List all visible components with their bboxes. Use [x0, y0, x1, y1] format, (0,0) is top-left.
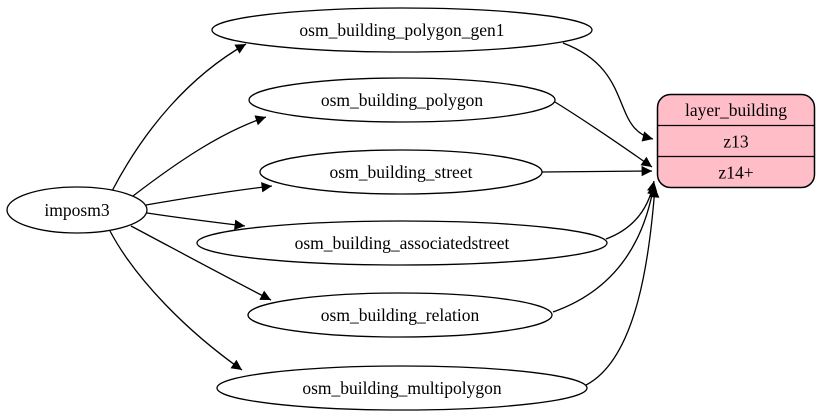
edge-associatedstreet-to-layer-z14: [605, 180, 658, 240]
street-ellipse: [259, 149, 543, 195]
edges-to-layer: [541, 42, 660, 386]
polygon-ellipse: [248, 77, 556, 123]
edge-imposm3-to-relation: [130, 225, 272, 301]
node-osm-building-multipolygon: osm_building_multipolygon: [216, 365, 588, 411]
edge-street-to-layer-z14: [541, 165, 653, 177]
associatedstreet-ellipse: [196, 220, 608, 266]
relation-ellipse: [247, 292, 553, 338]
node-osm-building-polygon-gen1: osm_building_polygon_gen1: [211, 7, 593, 53]
street-label: osm_building_street: [330, 162, 473, 182]
edge-polygon-to-layer-z14: [554, 101, 653, 168]
edge-multipolygon-to-layer-z14: [585, 186, 660, 386]
edge-imposm3-to-multipolygon: [109, 230, 243, 371]
polygon-gen1-label: osm_building_polygon_gen1: [299, 20, 504, 40]
node-osm-building-polygon: osm_building_polygon: [248, 77, 556, 123]
layer-building-row-z13: z13: [723, 132, 749, 152]
node-osm-building-street: osm_building_street: [259, 149, 543, 195]
imposm3-ellipse: [6, 186, 148, 234]
edge-imposm3-to-polygon-gen1: [111, 43, 247, 192]
layer-building-title: layer_building: [685, 100, 787, 120]
edges-from-source: [109, 43, 273, 371]
multipolygon-label: osm_building_multipolygon: [302, 378, 502, 398]
node-osm-building-relation: osm_building_relation: [247, 292, 553, 338]
layer-building-rect: [656, 93, 816, 189]
polygon-gen1-ellipse: [211, 7, 593, 53]
layer-building-row-z14plus: z14+: [718, 163, 753, 183]
relation-label: osm_building_relation: [321, 305, 480, 325]
multipolygon-ellipse: [216, 365, 588, 411]
node-layer-building: layer_building z13 z14+: [656, 93, 816, 189]
polygon-label: osm_building_polygon: [321, 90, 484, 110]
imposm3-label: imposm3: [44, 200, 109, 220]
edge-imposm3-to-polygon: [132, 115, 267, 197]
edge-imposm3-to-street: [145, 182, 273, 206]
node-imposm3: imposm3: [6, 186, 148, 234]
edge-relation-to-layer-z14: [552, 183, 658, 313]
associatedstreet-label: osm_building_associatedstreet: [295, 233, 510, 253]
node-osm-building-associatedstreet: osm_building_associatedstreet: [196, 220, 608, 266]
edge-polygon-gen1-to-layer-z13: [562, 42, 654, 142]
edge-imposm3-to-associatedstreet: [146, 212, 246, 230]
